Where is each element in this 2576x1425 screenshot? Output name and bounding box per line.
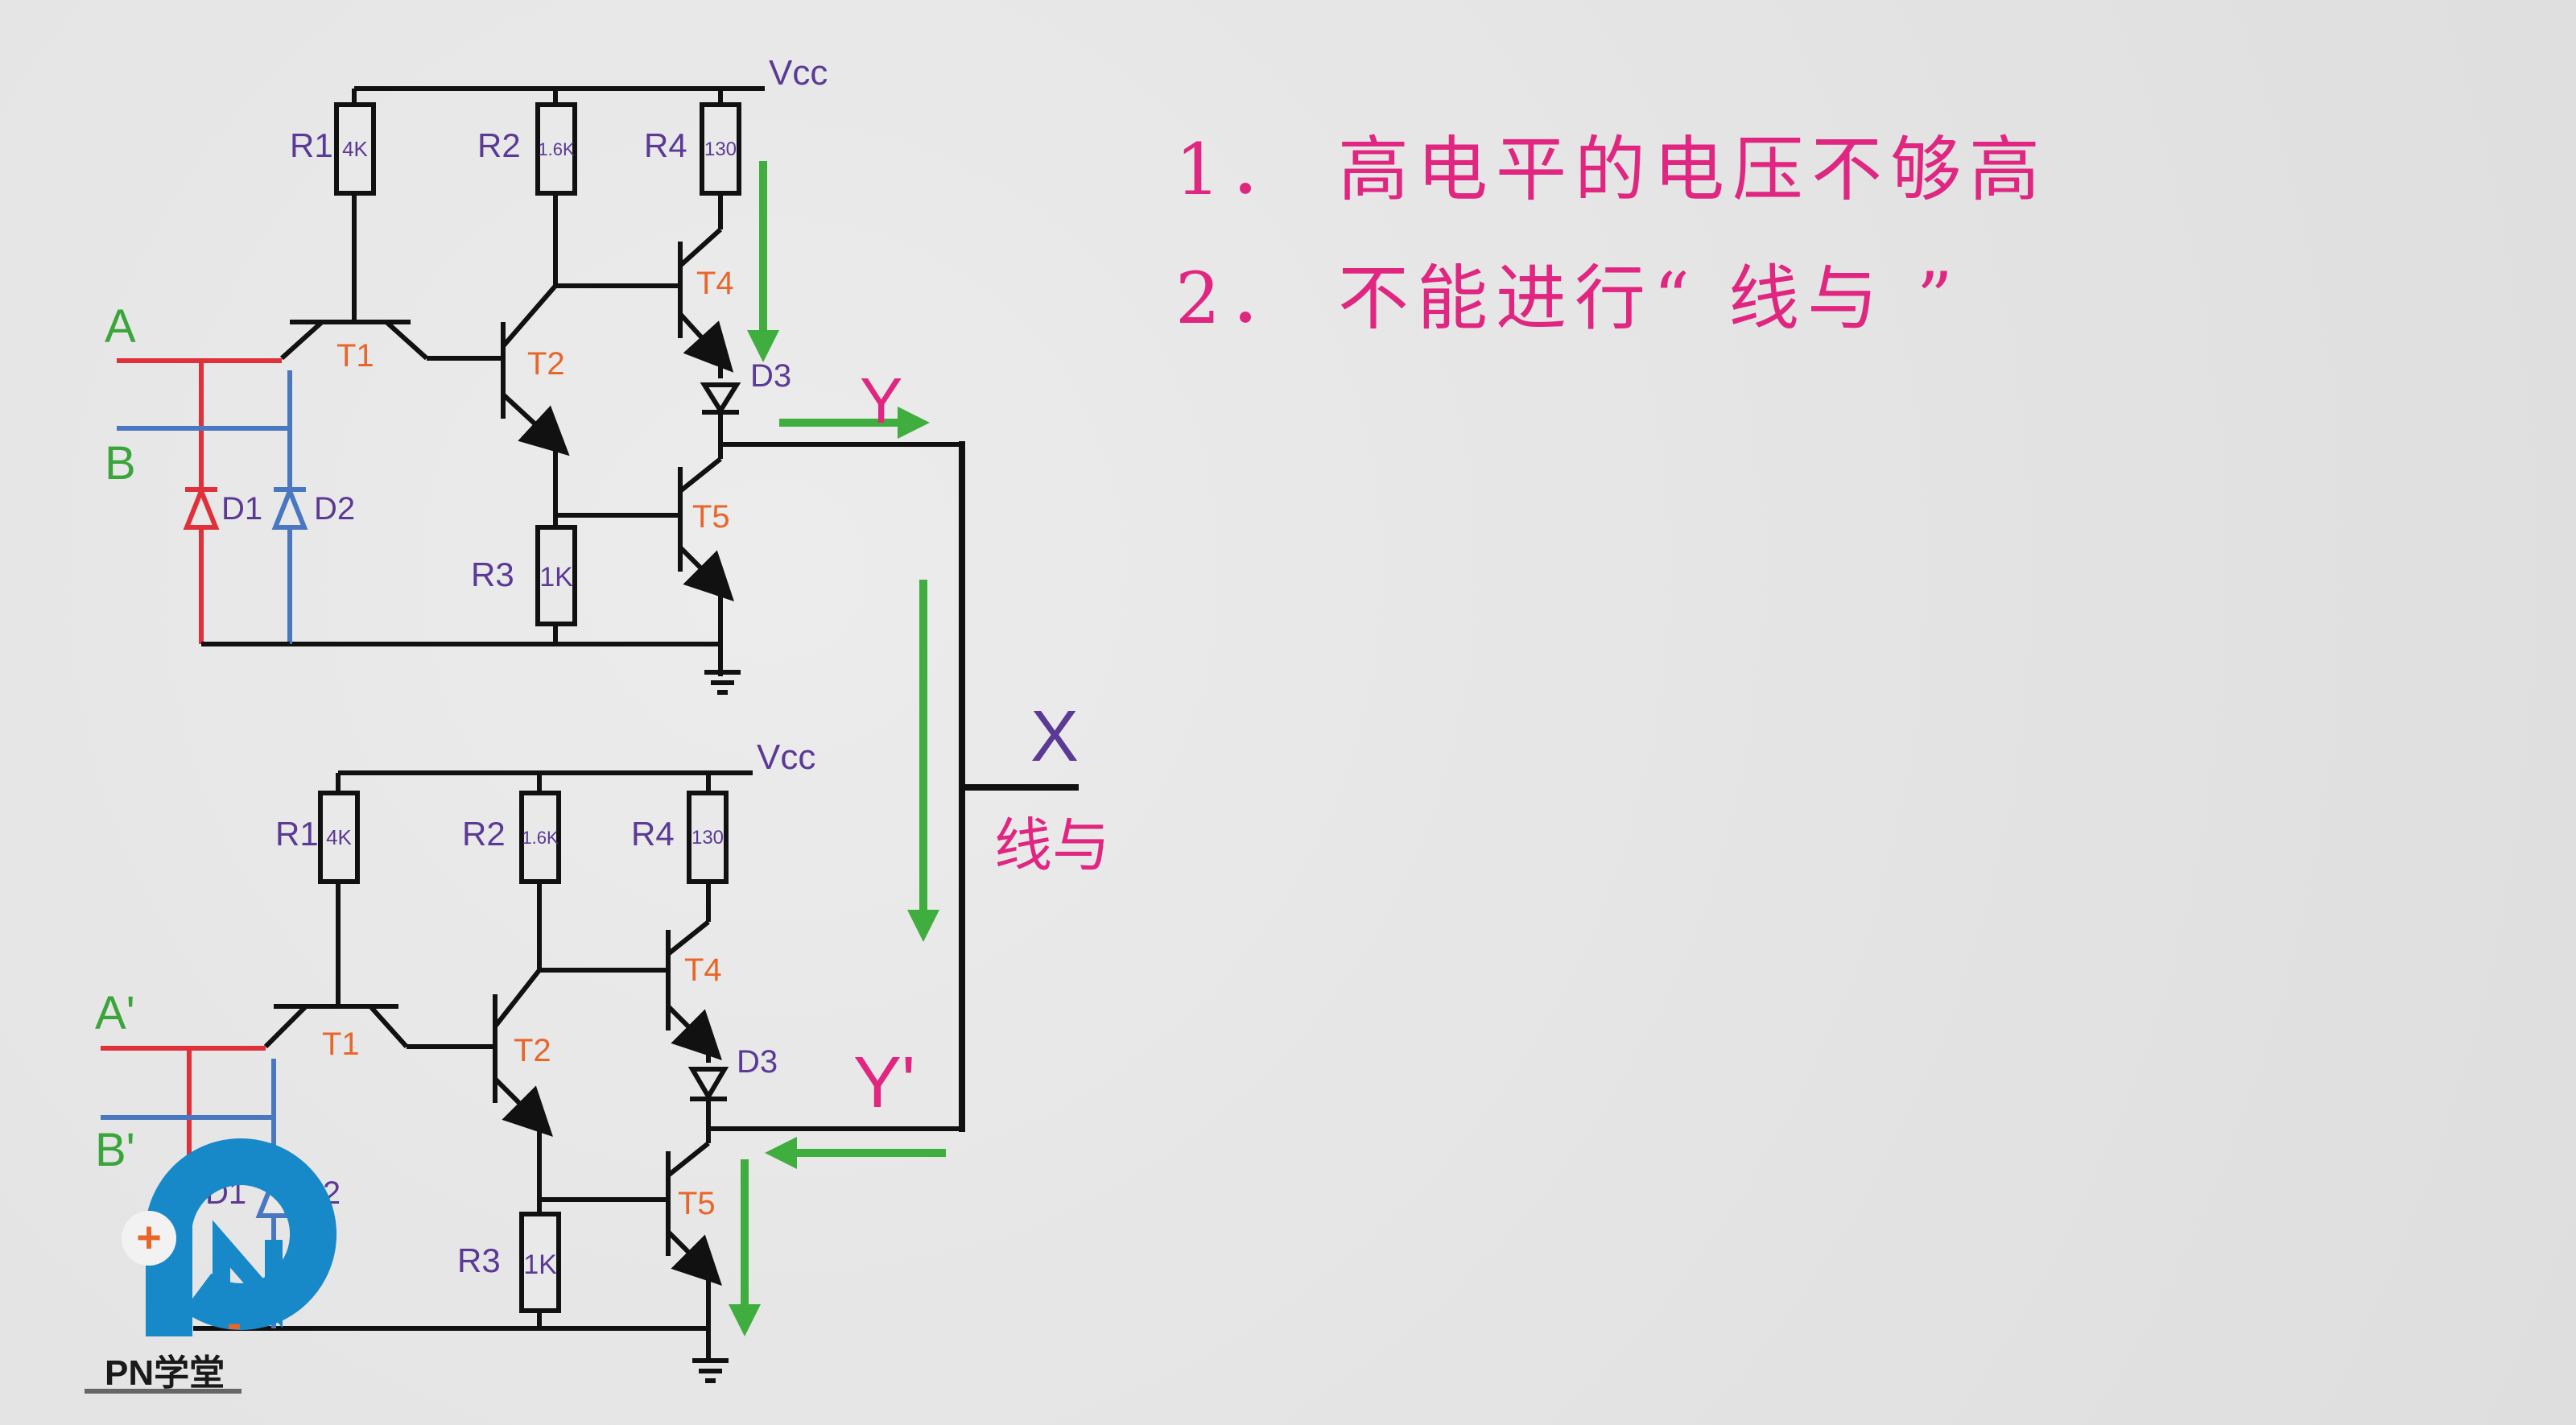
logo-minus-sign: - <box>227 1299 242 1348</box>
output-y-label: Y <box>860 365 902 436</box>
resistor-r1-b <box>318 791 360 884</box>
current-arrows <box>729 161 946 1336</box>
r1-value-bottom: 4K <box>326 825 352 849</box>
t1-label-bottom: T1 <box>322 1026 360 1062</box>
note-2-number: 2． <box>1175 257 1307 340</box>
r1-label-top: R1 <box>290 126 333 164</box>
note-1-text: 高电平的电压不够高 <box>1337 128 2048 211</box>
wired-and-bus <box>959 441 1079 1132</box>
vcc-label-bottom: Vcc <box>757 737 815 777</box>
logo-text: PN学堂 <box>105 1353 225 1393</box>
t5-label-bottom: T5 <box>678 1186 716 1221</box>
vcc-label-top: Vcc <box>769 53 828 93</box>
note-1-number: 1． <box>1175 128 1307 211</box>
r4-value-bottom: 130 <box>691 827 724 849</box>
note-2: 2． 不能进行“ 线与 ” <box>1175 242 1961 344</box>
diode-d3-b <box>687 1067 729 1101</box>
wired-and-caption: 线与 <box>994 814 1110 878</box>
circuit-bottom <box>193 770 962 1383</box>
note-1: 1． 高电平的电压不够高 <box>1175 113 2048 215</box>
d3-label-top: D3 <box>750 358 791 394</box>
r4-label-bottom: R4 <box>631 815 675 853</box>
input-b-prime-label: B' <box>95 1124 135 1176</box>
t2-label-bottom: T2 <box>514 1033 551 1068</box>
r4-label-top: R4 <box>644 126 687 164</box>
r3-value-bottom: 1K <box>523 1249 557 1280</box>
r2-label-top: R2 <box>477 126 521 164</box>
circuit-top <box>201 86 962 695</box>
r3-value-top: 1K <box>539 562 573 593</box>
t1-label-top: T1 <box>336 338 374 374</box>
r2-value-bottom: 1.6K <box>522 828 559 848</box>
t2-label-top: T2 <box>527 346 565 382</box>
resistor-r4 <box>700 102 741 196</box>
d3-label-bottom: D3 <box>737 1044 778 1080</box>
resistor-r2-b <box>519 791 561 884</box>
resistor-r3-b <box>519 1212 561 1313</box>
input-b-label: B <box>105 437 136 489</box>
logo-plus-sign: + <box>136 1213 162 1262</box>
t4-label-bottom: T4 <box>684 952 722 988</box>
r1-value-top: 4K <box>342 137 368 161</box>
diode-d3 <box>700 382 741 415</box>
node-x-label: X <box>1030 696 1079 777</box>
logo-n-shape <box>213 1220 283 1328</box>
output-y-prime-label: Y' <box>853 1043 915 1123</box>
input-a-label: A <box>105 300 136 353</box>
pn-logo: + - PN学堂 <box>85 1138 336 1394</box>
input-a-prime-label: A' <box>95 987 135 1039</box>
resistor-r4-b <box>687 791 729 884</box>
r4-value-top: 130 <box>704 138 737 160</box>
t4-label-top: T4 <box>696 266 734 301</box>
note-2-text: 不能进行“ 线与 ” <box>1337 257 1961 340</box>
t5-label-top: T5 <box>692 499 730 535</box>
input-b-wiring <box>117 370 308 644</box>
d1-label-top: D1 <box>221 491 262 527</box>
logo-plus-circle <box>122 1211 176 1266</box>
input-a-wiring <box>117 358 282 644</box>
d2-label-top: D2 <box>314 491 355 527</box>
r1-label-bottom: R1 <box>275 815 319 853</box>
r3-label-bottom: R3 <box>457 1241 501 1279</box>
r2-value-top: 1.6K <box>538 139 575 159</box>
resistor-r3 <box>535 525 577 626</box>
logo-p-shape <box>146 1138 336 1336</box>
r3-label-top: R3 <box>471 556 514 593</box>
r2-label-bottom: R2 <box>462 815 506 853</box>
